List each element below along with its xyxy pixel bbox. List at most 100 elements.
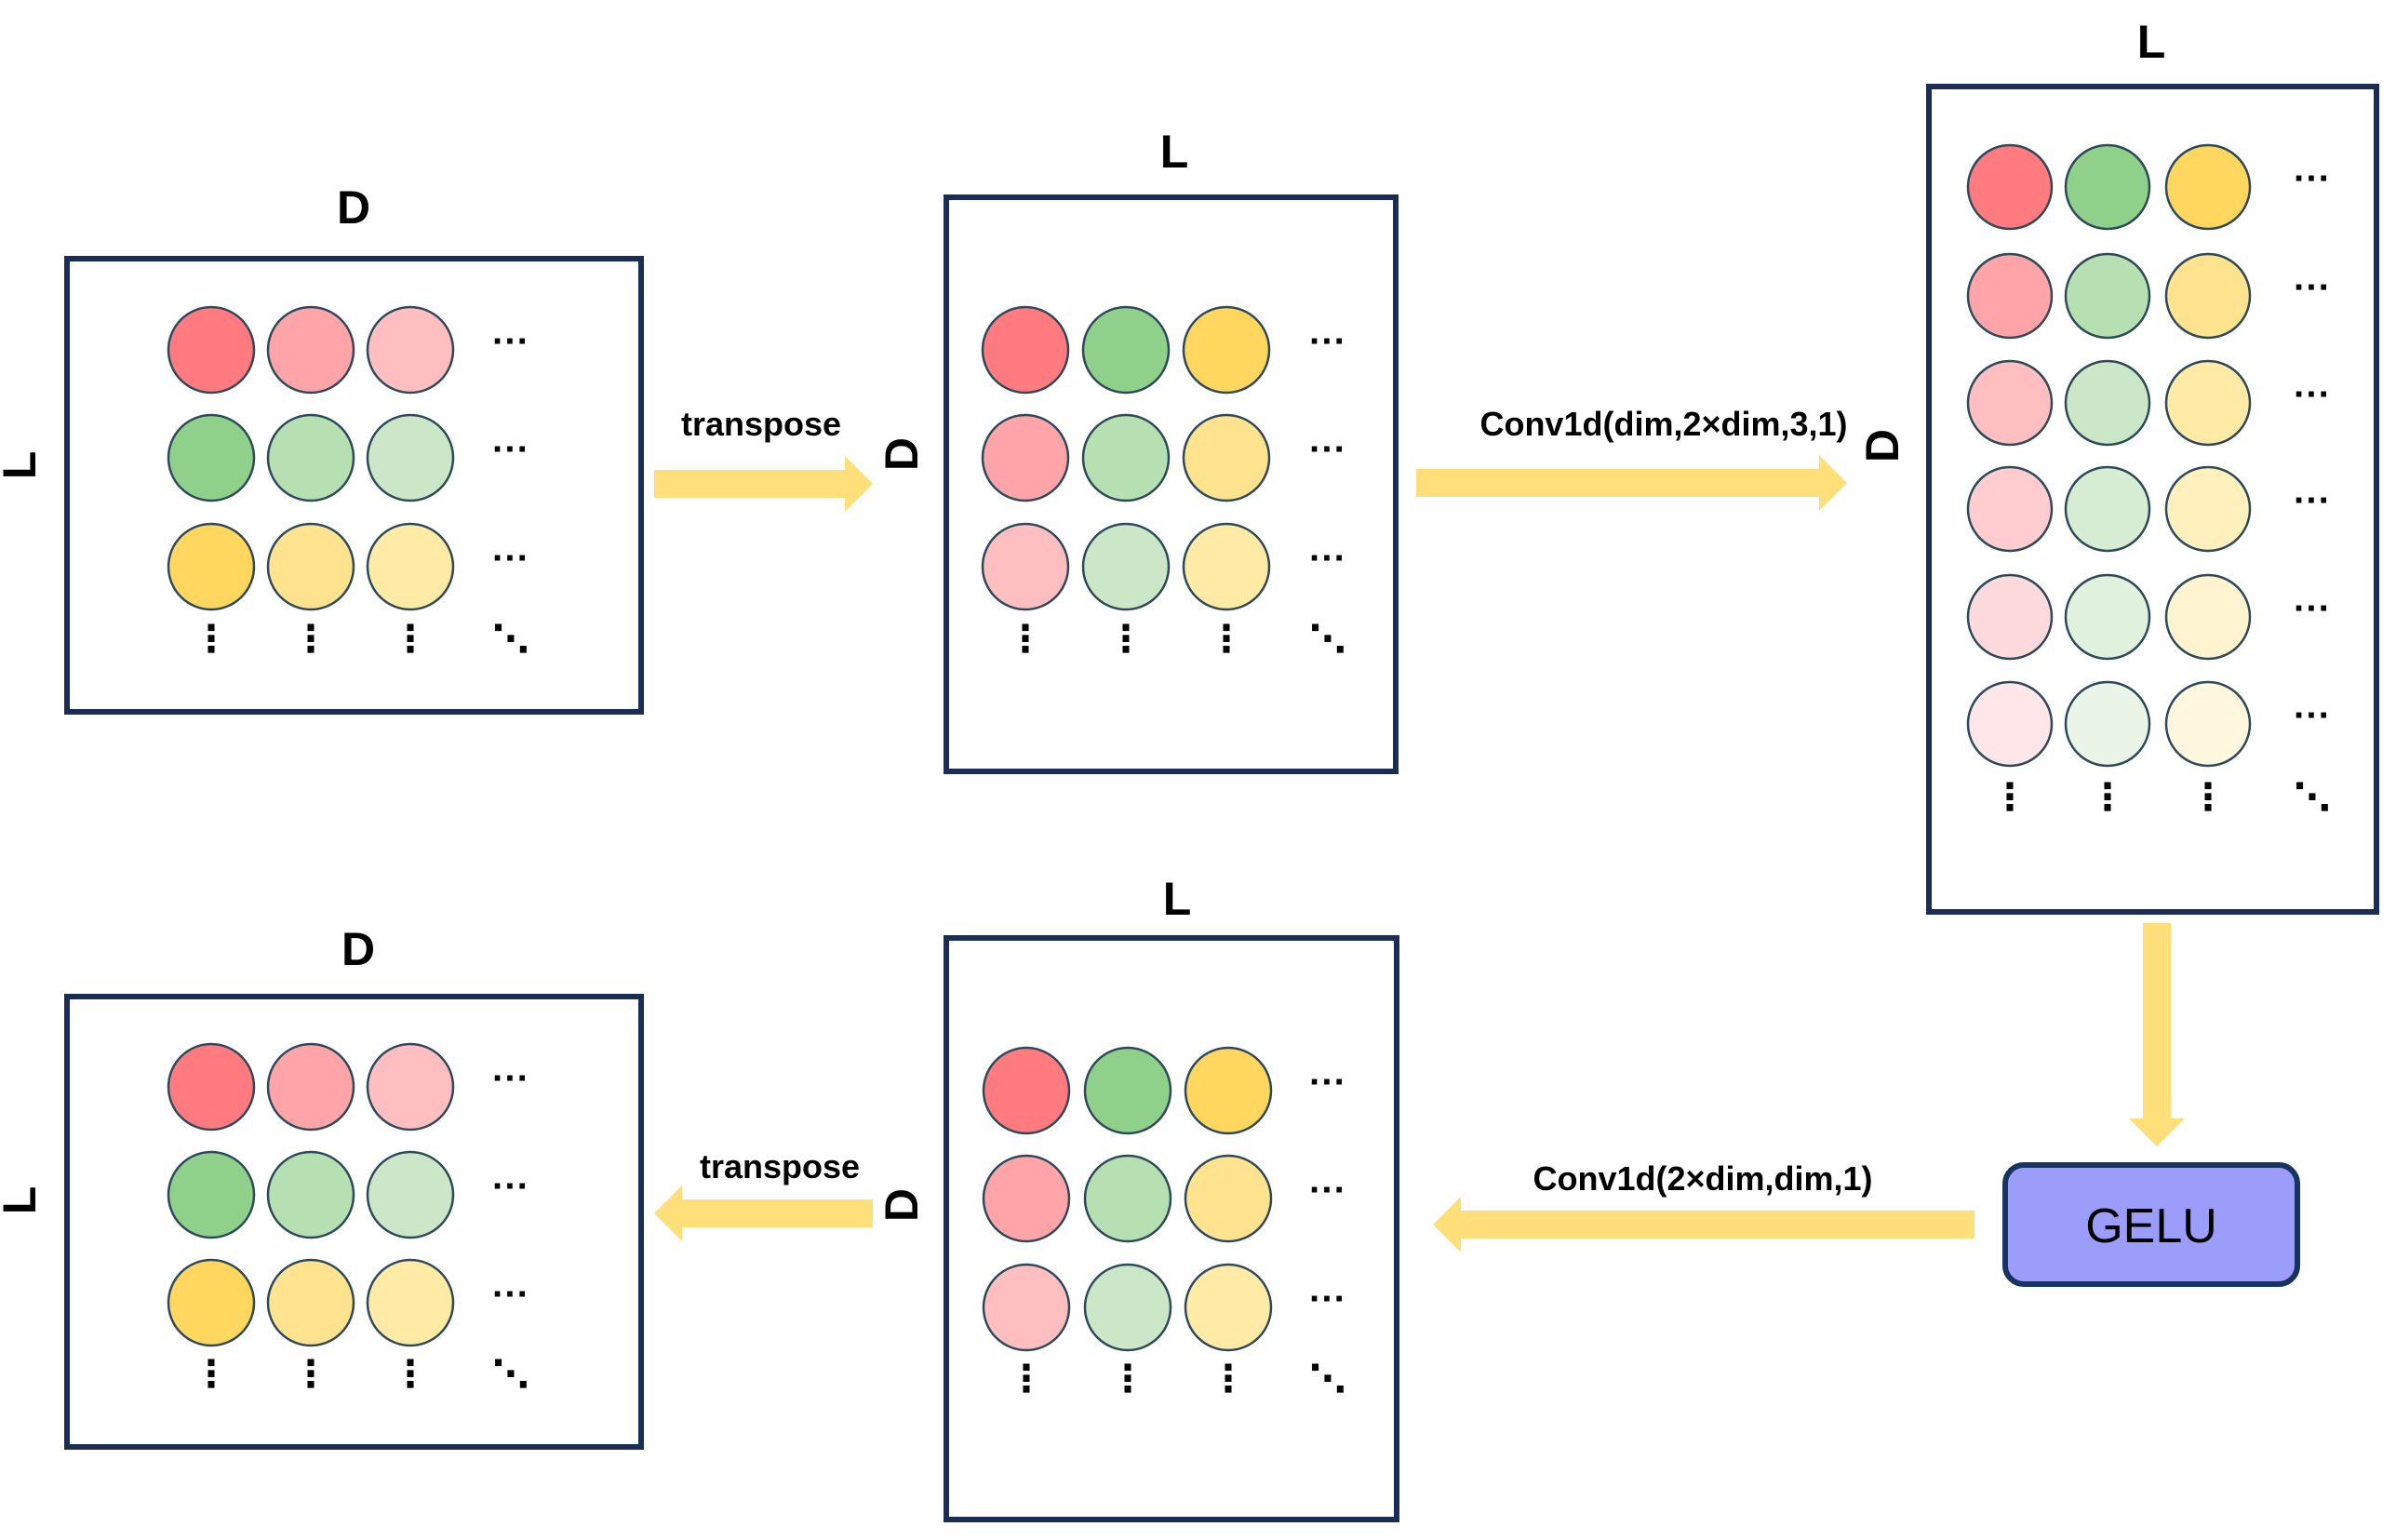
matrix-cell <box>266 1258 355 1347</box>
matrix-cell <box>981 305 1070 395</box>
output-matrix-box <box>64 994 644 1450</box>
row-ellipsis: ··· <box>1309 1170 1346 1211</box>
row-ellipsis: ··· <box>1309 1062 1346 1103</box>
column-ellipsis: ⋮ <box>2189 777 2227 818</box>
matrix-cell <box>366 305 455 395</box>
matrix-cell <box>266 1150 355 1239</box>
column-ellipsis: ⋮ <box>193 1354 230 1395</box>
matrix-cell <box>981 522 1070 611</box>
row-ellipsis: ··· <box>492 1166 529 1207</box>
conv-down-arrow <box>1433 1197 1974 1252</box>
reduced-matrix-side-label: D <box>876 1188 928 1222</box>
gelu-label: GELU <box>2085 1199 2217 1253</box>
matrix-cell <box>167 1042 256 1132</box>
output-matrix-top-label: D <box>341 923 375 975</box>
column-ellipsis: ⋮ <box>1210 1359 1247 1399</box>
row-ellipsis: ··· <box>492 1058 529 1099</box>
expanded-matrix-side-label: D <box>1856 429 1908 462</box>
matrix-cell <box>1966 573 2054 661</box>
transposed-matrix-side-label: D <box>876 437 928 471</box>
matrix-cell <box>1081 305 1171 395</box>
transpose-arrow-bottom <box>654 1185 873 1241</box>
matrix-cell <box>266 522 355 611</box>
matrix-cell <box>1184 1263 1273 1352</box>
matrix-cell <box>1966 252 2054 340</box>
matrix-cell <box>366 522 455 611</box>
diagonal-ellipsis: ⋱ <box>1309 1359 1346 1399</box>
matrix-cell <box>1966 143 2054 231</box>
matrix-cell <box>1081 522 1171 611</box>
row-ellipsis: ··· <box>1309 538 1346 579</box>
column-ellipsis: ⋮ <box>392 1354 429 1395</box>
matrix-cell <box>366 1150 455 1239</box>
row-ellipsis: ··· <box>2294 374 2331 415</box>
matrix-cell <box>266 305 355 395</box>
matrix-cell <box>167 522 256 611</box>
matrix-cell <box>167 1150 256 1239</box>
row-ellipsis: ··· <box>2294 695 2331 736</box>
column-ellipsis: ⋮ <box>1107 619 1144 660</box>
matrix-cell <box>266 413 355 502</box>
matrix-cell <box>982 1263 1071 1352</box>
input-matrix-top-label: D <box>337 181 370 234</box>
matrix-cell <box>2164 573 2252 661</box>
row-ellipsis: ··· <box>2294 158 2331 199</box>
row-ellipsis: ··· <box>2294 588 2331 629</box>
matrix-cell <box>1184 1154 1273 1243</box>
matrix-cell <box>2164 252 2252 340</box>
matrix-cell <box>2164 680 2252 768</box>
matrix-cell <box>167 413 256 502</box>
column-ellipsis: ⋮ <box>1109 1359 1146 1399</box>
row-ellipsis: ··· <box>2294 267 2331 308</box>
matrix-cell <box>366 1042 455 1132</box>
matrix-cell <box>1184 1046 1273 1135</box>
matrix-cell <box>1182 305 1271 395</box>
transpose-arrow-top <box>654 456 873 512</box>
column-ellipsis: ⋮ <box>392 619 429 660</box>
diagonal-ellipsis: ⋱ <box>1309 619 1346 660</box>
reduced-matrix-top-label: L <box>1163 873 1192 925</box>
column-ellipsis: ⋮ <box>292 1354 329 1395</box>
column-ellipsis: ⋮ <box>1208 619 1245 660</box>
matrix-cell <box>1966 680 2054 768</box>
matrix-cell <box>2164 143 2252 231</box>
matrix-cell <box>1966 359 2054 447</box>
matrix-cell <box>2164 359 2252 447</box>
input-matrix-side-label: L <box>0 451 46 480</box>
transpose-label-bottom: transpose <box>700 1147 860 1185</box>
transpose-label-top: transpose <box>681 405 841 443</box>
matrix-cell <box>1081 413 1171 502</box>
conv-down-label: Conv1d(2×dim,dim,1) <box>1533 1159 1872 1198</box>
matrix-cell <box>2064 465 2151 553</box>
matrix-cell <box>1083 1263 1172 1352</box>
column-ellipsis: ⋮ <box>193 619 230 660</box>
transposed-matrix-top-label: L <box>1160 126 1189 178</box>
diagonal-ellipsis: ⋱ <box>492 1354 529 1395</box>
matrix-cell <box>1083 1154 1172 1243</box>
matrix-cell <box>1182 413 1271 502</box>
row-ellipsis: ··· <box>1309 429 1346 470</box>
row-ellipsis: ··· <box>492 538 529 579</box>
column-ellipsis: ⋮ <box>292 619 329 660</box>
input-matrix-box <box>64 256 644 715</box>
column-ellipsis: ⋮ <box>1991 777 2028 818</box>
matrix-cell <box>2064 252 2151 340</box>
diagonal-ellipsis: ⋱ <box>492 619 529 660</box>
matrix-cell <box>2064 143 2151 231</box>
gelu-block <box>2002 1162 2300 1287</box>
matrix-cell <box>266 1042 355 1132</box>
matrix-cell <box>982 1154 1071 1243</box>
output-matrix-side-label: L <box>0 1186 46 1215</box>
matrix-cell <box>1083 1046 1172 1135</box>
matrix-cell <box>366 413 455 502</box>
down-arrow-to-gelu <box>2129 923 2185 1146</box>
matrix-cell <box>2064 359 2151 447</box>
matrix-cell <box>366 1258 455 1347</box>
matrix-cell <box>167 305 256 395</box>
matrix-cell <box>2064 573 2151 661</box>
column-ellipsis: ⋮ <box>1008 1359 1045 1399</box>
matrix-cell <box>982 1046 1071 1135</box>
row-ellipsis: ··· <box>492 321 529 362</box>
row-ellipsis: ··· <box>1309 321 1346 362</box>
